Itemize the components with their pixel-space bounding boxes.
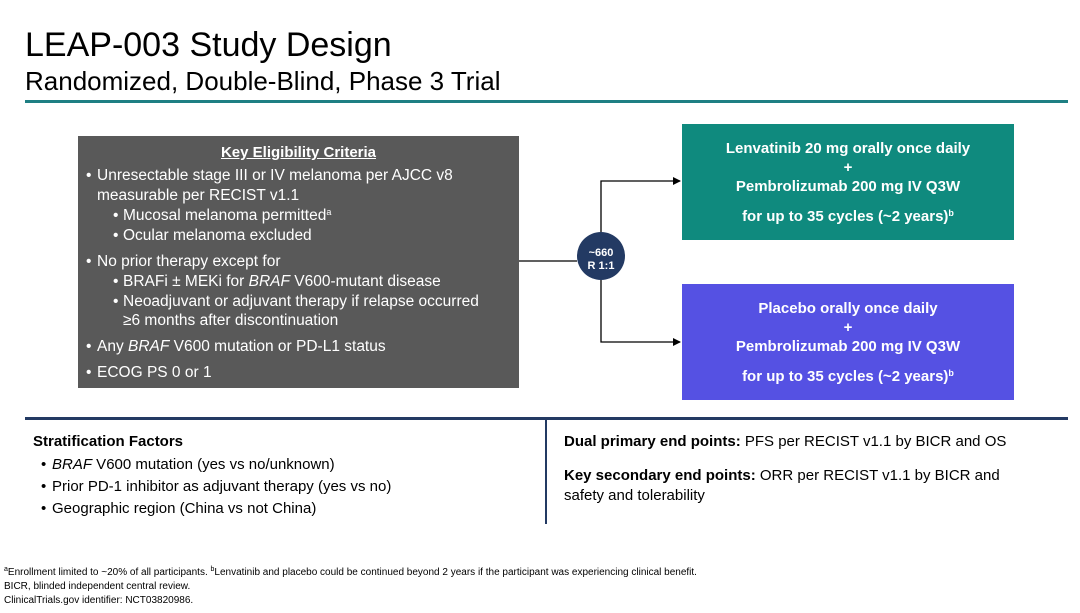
column-divider — [545, 420, 547, 524]
section-divider — [25, 417, 1068, 420]
arrow-to-arm-2 — [600, 280, 681, 346]
stratification-item-3: •Geographic region (China vs not China) — [41, 500, 317, 517]
footnote-1: aEnrollment limited to ~20% of all parti… — [4, 566, 697, 578]
page-subtitle: Randomized, Double-Blind, Phase 3 Trial — [25, 66, 501, 96]
stratification-item-2: •Prior PD-1 inhibitor as adjuvant therap… — [41, 478, 392, 495]
eligibility-item-1: •Unresectable stage III or IV melanoma p… — [86, 167, 453, 184]
page-title: LEAP-003 Study Design — [25, 26, 392, 64]
arm-2-pembrolizumab: Pembrolizumab 200 mg IV Q3W — [735, 338, 961, 355]
eligibility-item-2-sub-2: •Neoadjuvant or adjuvant therapy if rela… — [113, 293, 479, 310]
arm-2-drug: Placebo orally once daily — [758, 300, 938, 317]
arm-1-duration: for up to 35 cycles (~2 years)b — [742, 208, 954, 225]
eligibility-item-2: •No prior therapy except for — [86, 253, 281, 270]
arm-2-plus: + — [843, 319, 853, 336]
eligibility-item-2-sub-1: •BRAFi ± MEKi for BRAF V600-mutant disea… — [113, 273, 441, 290]
arm-1-pembrolizumab: Pembrolizumab 200 mg IV Q3W — [735, 178, 961, 195]
stratification-item-1: •BRAF V600 mutation (yes vs no/unknown) — [41, 456, 335, 473]
randomization-circle: ~660 R 1:1 — [577, 232, 625, 280]
arrow-to-arm-1 — [600, 177, 681, 232]
secondary-endpoints-cont: safety and tolerability — [564, 487, 705, 504]
eligibility-item-3: •Any BRAF V600 mutation or PD-L1 status — [86, 338, 386, 355]
arm-2-duration: for up to 35 cycles (~2 years)b — [742, 368, 954, 385]
eligibility-item-2-sub-2-cont: ≥6 months after discontinuation — [123, 312, 339, 329]
footnote-2: BICR, blinded independent central review… — [4, 581, 191, 592]
title-divider — [25, 100, 1068, 103]
treatment-arm-lenvatinib: Lenvatinib 20 mg orally once daily + Pem… — [682, 124, 1014, 240]
primary-endpoints: Dual primary end points: PFS per RECIST … — [564, 433, 1007, 450]
eligibility-item-4: •ECOG PS 0 or 1 — [86, 364, 212, 381]
footnote-3: ClinicalTrials.gov identifier: NCT038209… — [4, 595, 194, 606]
randomization-ratio: R 1:1 — [587, 260, 615, 272]
eligibility-item-1-sub-2: •Ocular melanoma excluded — [113, 227, 312, 244]
secondary-endpoints: Key secondary end points: ORR per RECIST… — [564, 467, 1000, 484]
randomization-count: ~660 — [588, 247, 614, 259]
eligibility-criteria-box: Key Eligibility Criteria •Unresectable s… — [78, 136, 519, 388]
arm-1-plus: + — [843, 159, 853, 176]
eligibility-item-1-sub-1: •Mucosal melanoma permitteda — [113, 207, 332, 224]
arm-1-drug: Lenvatinib 20 mg orally once daily — [725, 140, 971, 157]
eligibility-item-1-cont: measurable per RECIST v1.1 — [97, 187, 300, 204]
treatment-arm-placebo: Placebo orally once daily + Pembrolizuma… — [682, 284, 1014, 400]
eligibility-heading: Key Eligibility Criteria — [220, 144, 377, 161]
stratification-heading: Stratification Factors — [33, 433, 184, 450]
